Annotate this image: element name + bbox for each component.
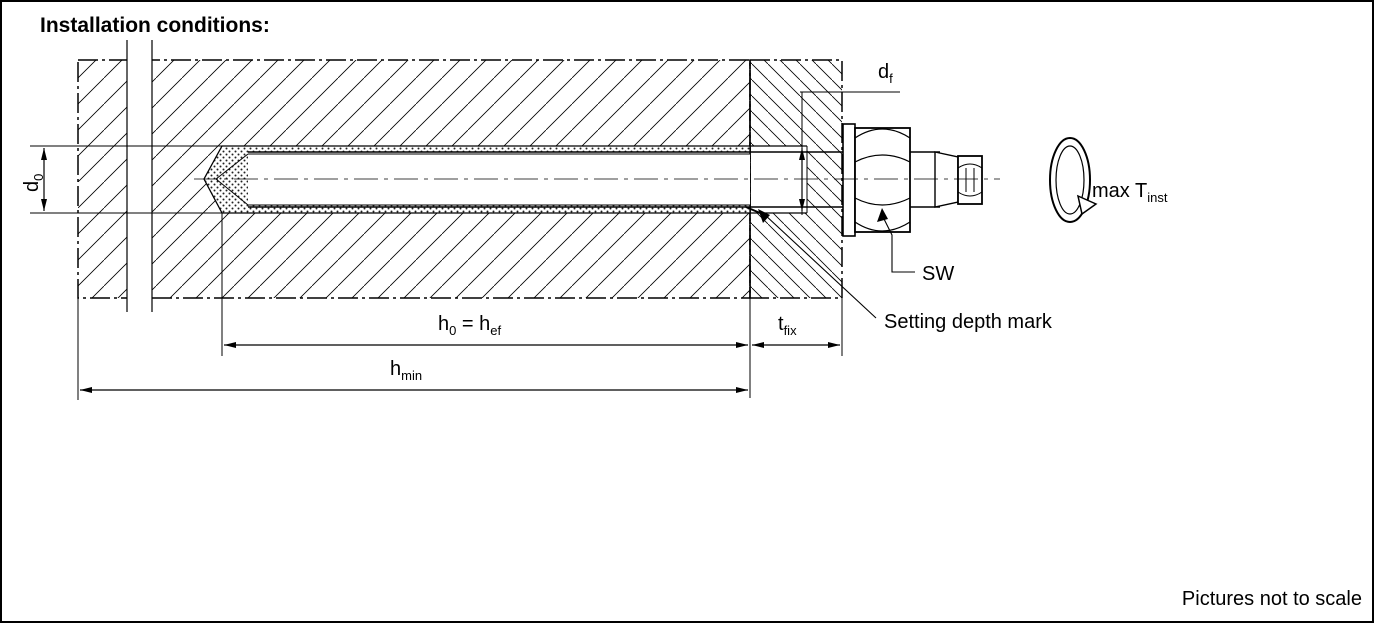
d0-dimension (30, 145, 222, 214)
sw-leader (881, 214, 915, 273)
df-label: df (878, 61, 893, 86)
sw-arrowhead (877, 208, 888, 222)
setting-depth-leader (763, 213, 877, 319)
footer-note: Pictures not to scale (1182, 588, 1362, 610)
setting-depth-label: Setting depth mark (884, 311, 1053, 333)
setting-depth-arrowhead (758, 209, 770, 223)
d0-label: d0 (21, 174, 46, 192)
break-lines (126, 40, 153, 312)
df-dimension (799, 91, 900, 215)
torque-label: max Tinst (1092, 180, 1168, 205)
washer (842, 123, 856, 237)
tfix-label: tfix (778, 313, 797, 338)
h0-hef-label: h0 = hef (438, 313, 502, 338)
fixture-hole (751, 145, 808, 214)
h0-hef-dimension (221, 213, 751, 398)
setting-depth-mark (745, 206, 761, 214)
torque-icon (1049, 137, 1098, 223)
drive-head (957, 155, 983, 205)
drill-hole (203, 145, 751, 214)
sw-label: SW (922, 263, 954, 285)
title: Installation conditions: (40, 14, 270, 37)
hmin-label: hmin (390, 358, 422, 383)
hmin-dimension (77, 298, 748, 400)
tfix-dimension (752, 298, 843, 356)
